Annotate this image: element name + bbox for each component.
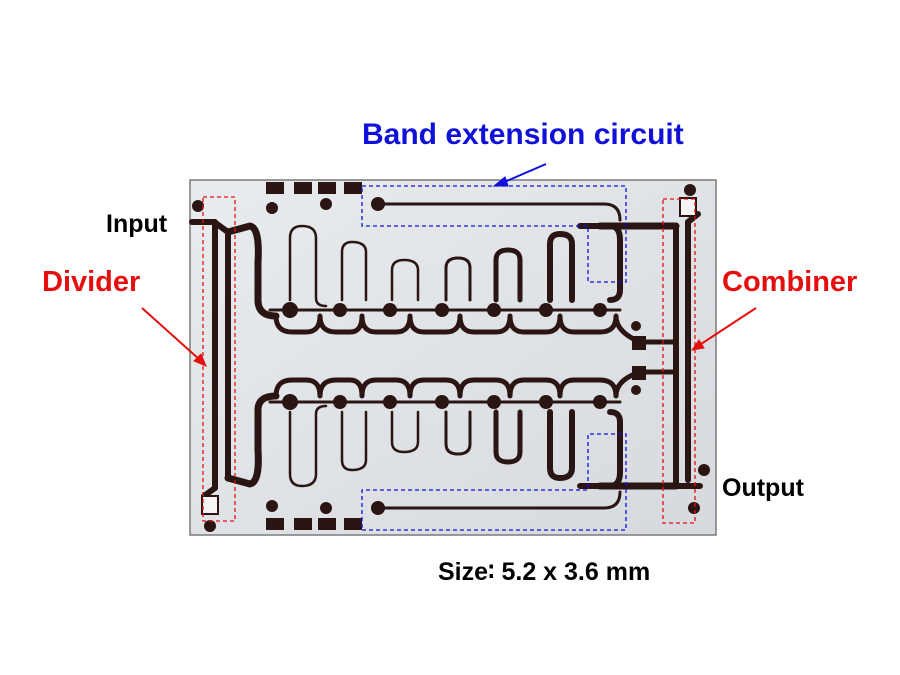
band-extension-arrow [492,163,547,187]
top-amplifier-chain [268,202,643,345]
output-label: Output [722,474,804,502]
bottom-transistors [282,394,607,410]
band-extension-top-outline [361,185,627,283]
combiner-outline [662,198,696,524]
divider-label: Divider [42,266,141,298]
bottom-amplifier-chain [268,369,643,510]
chip-substrate [189,179,717,536]
divider-arrow [141,307,207,367]
input-pad [201,495,219,515]
divider-network [189,219,280,499]
band-extension-bottom-outline [361,433,627,531]
output-pad [679,197,697,217]
combiner-label: Combiner [722,266,858,298]
chip-size-label: Size∶ 5.2 x 3.6 mm [438,558,651,586]
top-transistors [282,302,607,318]
combiner-arrow [690,307,757,351]
input-label: Input [106,210,168,238]
band-extension-label: Band extension circuit [362,118,684,151]
bond-pads [192,182,710,532]
